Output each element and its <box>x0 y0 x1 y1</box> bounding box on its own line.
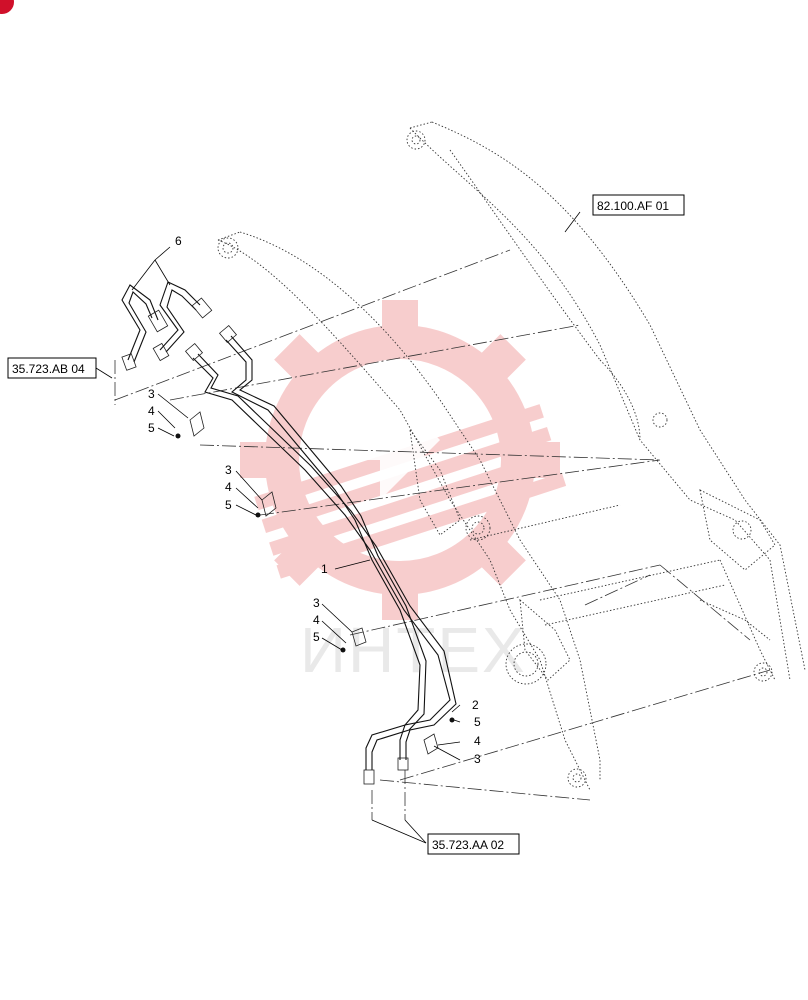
callout-4b: 4 <box>225 480 232 494</box>
callout-3a: 3 <box>148 387 155 401</box>
watermark-gear-logo: ИНТЕХ <box>240 300 567 686</box>
hydraulic-pipe-2 <box>192 353 457 760</box>
ref-box-hose[interactable]: 35.723.AB 04 <box>7 357 97 379</box>
ref-hose-label: 35.723.AB 04 <box>12 362 85 376</box>
alignment-lines <box>114 249 771 820</box>
hose-assembly-6 <box>121 281 213 371</box>
hydraulic-pipe-1 <box>225 335 427 770</box>
callout-5c: 5 <box>313 630 320 644</box>
ref-box-boom[interactable]: 82.100.AF 01 <box>592 194 685 216</box>
boom-outline <box>406 121 806 682</box>
callout-6: 6 <box>175 234 182 248</box>
callout-4a: 4 <box>148 404 155 418</box>
callout-3b: 3 <box>225 463 232 477</box>
callout-numbers: 6 1 3 4 5 3 4 5 3 4 5 2 5 4 3 <box>148 234 481 766</box>
callout-4c: 4 <box>313 613 320 627</box>
clamp-group-b <box>255 491 277 518</box>
watermark-text: ИНТЕХ <box>300 614 527 686</box>
callout-3d: 3 <box>474 752 481 766</box>
ref-boom-label: 82.100.AF 01 <box>597 199 669 213</box>
cross-tube <box>469 504 726 626</box>
ref-box-fitting[interactable]: 35.723.AA 02 <box>427 833 520 855</box>
callout-3c: 3 <box>313 596 320 610</box>
boom-front-outline <box>217 231 601 791</box>
callout-4d: 4 <box>474 734 481 748</box>
callout-2: 2 <box>472 698 479 712</box>
clamp-group-c <box>340 627 367 653</box>
callout-1: 1 <box>321 562 328 576</box>
pipe-end-fittings <box>184 324 409 785</box>
callout-5b: 5 <box>225 498 232 512</box>
clamp-group-a <box>175 411 205 439</box>
callout-5d: 5 <box>474 715 481 729</box>
callout-5a: 5 <box>148 421 155 435</box>
ref-fitting-label: 35.723.AA 02 <box>432 838 504 852</box>
leader-lines <box>95 211 581 844</box>
